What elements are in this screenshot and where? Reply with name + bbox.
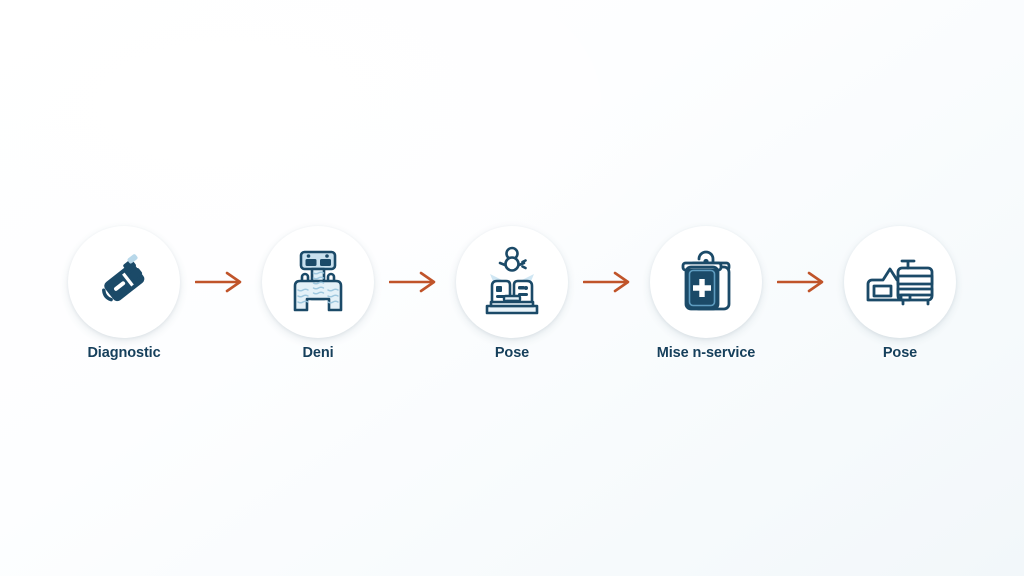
step-label-5: Pose	[882, 345, 918, 361]
process-step-4[interactable]: Mise n-service	[642, 226, 770, 361]
arrow-right-icon	[777, 271, 824, 293]
step-label-4: Mise n-service	[656, 345, 756, 361]
step-label-1: Diagnostic	[87, 345, 161, 361]
step-icon-circle-1	[68, 226, 180, 338]
arrow-right-icon	[195, 271, 242, 293]
step-icon-circle-4	[650, 226, 762, 338]
step-icon-circle-3	[456, 226, 568, 338]
flow-arrow-4	[770, 226, 836, 338]
step-label-3: Pose	[494, 345, 530, 361]
arrow-right-icon	[389, 271, 436, 293]
step-icon-circle-2	[262, 226, 374, 338]
arrow-right-icon	[583, 271, 630, 293]
process-flow: Diagnostic	[0, 226, 1024, 361]
step-icon-circle-5	[844, 226, 956, 338]
press-machine-icon	[293, 250, 343, 312]
flow-arrow-3	[576, 226, 642, 338]
usb-diagnostic-tool-icon	[102, 254, 145, 302]
flow-arrow-2	[382, 226, 448, 338]
step-label-2: Deni	[302, 345, 334, 361]
process-step-1[interactable]: Diagnostic	[60, 226, 188, 361]
flow-arrow-1	[188, 226, 254, 338]
process-step-3[interactable]: Pose	[448, 226, 576, 361]
process-step-5[interactable]: Pose	[836, 226, 964, 361]
process-step-2[interactable]: Deni	[254, 226, 382, 361]
open-book-installation-icon	[485, 246, 539, 315]
building-vehicle-icon	[866, 259, 934, 306]
medical-bag-cross-icon	[681, 250, 731, 311]
